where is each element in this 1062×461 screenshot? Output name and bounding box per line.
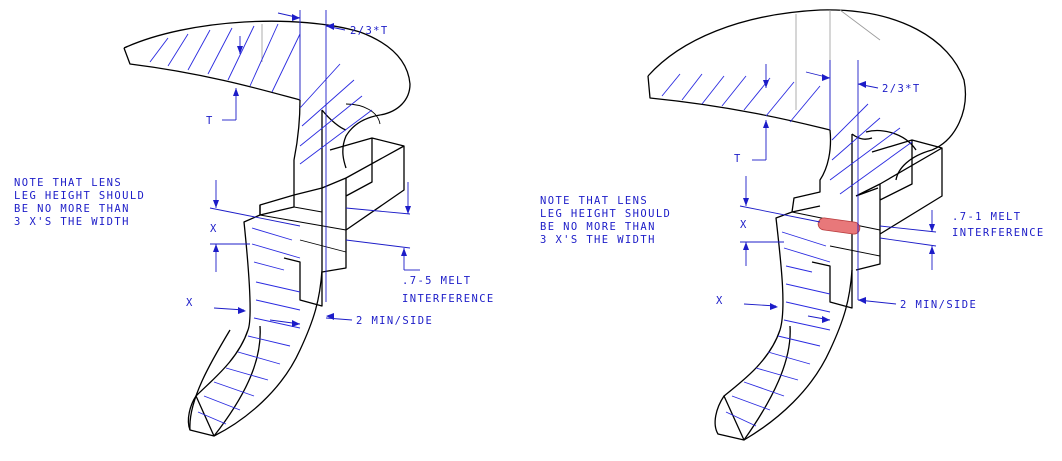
right-leg-inner-lower bbox=[743, 325, 791, 441]
right-lens-front-face bbox=[647, 75, 831, 131]
left-leg-outer bbox=[189, 329, 231, 431]
right-note-line-2: LEG HEIGHT SHOULD bbox=[540, 208, 671, 220]
left-label-t: T bbox=[206, 115, 214, 127]
left-leg-inner-lower bbox=[213, 325, 261, 437]
left-note-line-2: LEG HEIGHT SHOULD bbox=[14, 190, 145, 202]
right-min-side: 2 MIN/SIDE bbox=[900, 299, 977, 311]
right-section-outline bbox=[723, 129, 853, 441]
left-lens-hatching bbox=[149, 23, 373, 165]
left-lens-front-face bbox=[123, 47, 301, 101]
left-note-line-3: BE NO MORE THAN bbox=[14, 203, 130, 215]
left-housing-box bbox=[259, 137, 405, 273]
left-dimensions bbox=[209, 10, 420, 327]
left-melt-line2: INTERFERENCE bbox=[402, 293, 495, 305]
left-label-t-fraction: 2/3*T bbox=[350, 25, 389, 37]
left-note-line-4: 3 X'S THE WIDTH bbox=[14, 216, 130, 228]
right-figure: 2/3*T T X X .7-1 MELT INTERFERENCE 2 MIN… bbox=[540, 9, 1045, 441]
left-lens-top-surface bbox=[123, 20, 411, 116]
left-min-side: 2 MIN/SIDE bbox=[356, 315, 433, 327]
left-housing-step bbox=[283, 257, 323, 307]
left-leg-inner-edge bbox=[321, 109, 347, 270]
left-leg-bottom-edge bbox=[187, 395, 215, 437]
right-dimensions bbox=[739, 60, 937, 323]
right-leg-hatching bbox=[725, 231, 831, 427]
left-lens-rim bbox=[342, 114, 381, 169]
right-note-line-3: BE NO MORE THAN bbox=[540, 221, 656, 233]
right-melt-highlight bbox=[817, 217, 861, 235]
left-housing-floor bbox=[259, 206, 347, 253]
right-lens-top-surface bbox=[647, 9, 966, 151]
right-label-t: T bbox=[734, 153, 742, 165]
right-label-t-fraction: 2/3*T bbox=[882, 83, 921, 95]
left-note-line-1: NOTE THAT LENS bbox=[14, 177, 122, 189]
right-melt-line2: INTERFERENCE bbox=[952, 227, 1045, 239]
right-grey-line-3 bbox=[839, 9, 881, 41]
right-housing-box bbox=[791, 139, 943, 271]
left-section-outline bbox=[195, 99, 323, 437]
right-lens-hatching bbox=[661, 73, 913, 195]
left-figure: 2/3*T T X X .7-5 MELT INTERFERENCE 2 MIN… bbox=[14, 10, 495, 437]
left-lens-rim-inner bbox=[345, 103, 381, 125]
right-note-line-1: NOTE THAT LENS bbox=[540, 195, 648, 207]
right-label-x-upper: X bbox=[740, 219, 748, 231]
right-leg-bottom-edge bbox=[714, 395, 745, 441]
right-label-x-lower: X bbox=[716, 295, 724, 307]
right-note-line-4: 3 X'S THE WIDTH bbox=[540, 234, 656, 246]
left-melt-line1: .7-5 MELT bbox=[402, 275, 472, 287]
right-melt-line1: .7-1 MELT bbox=[952, 211, 1022, 223]
right-leg-inner-edge bbox=[851, 133, 873, 270]
left-label-x-upper: X bbox=[210, 223, 218, 235]
right-housing-step bbox=[811, 261, 853, 309]
left-label-x-lower: X bbox=[186, 297, 194, 309]
